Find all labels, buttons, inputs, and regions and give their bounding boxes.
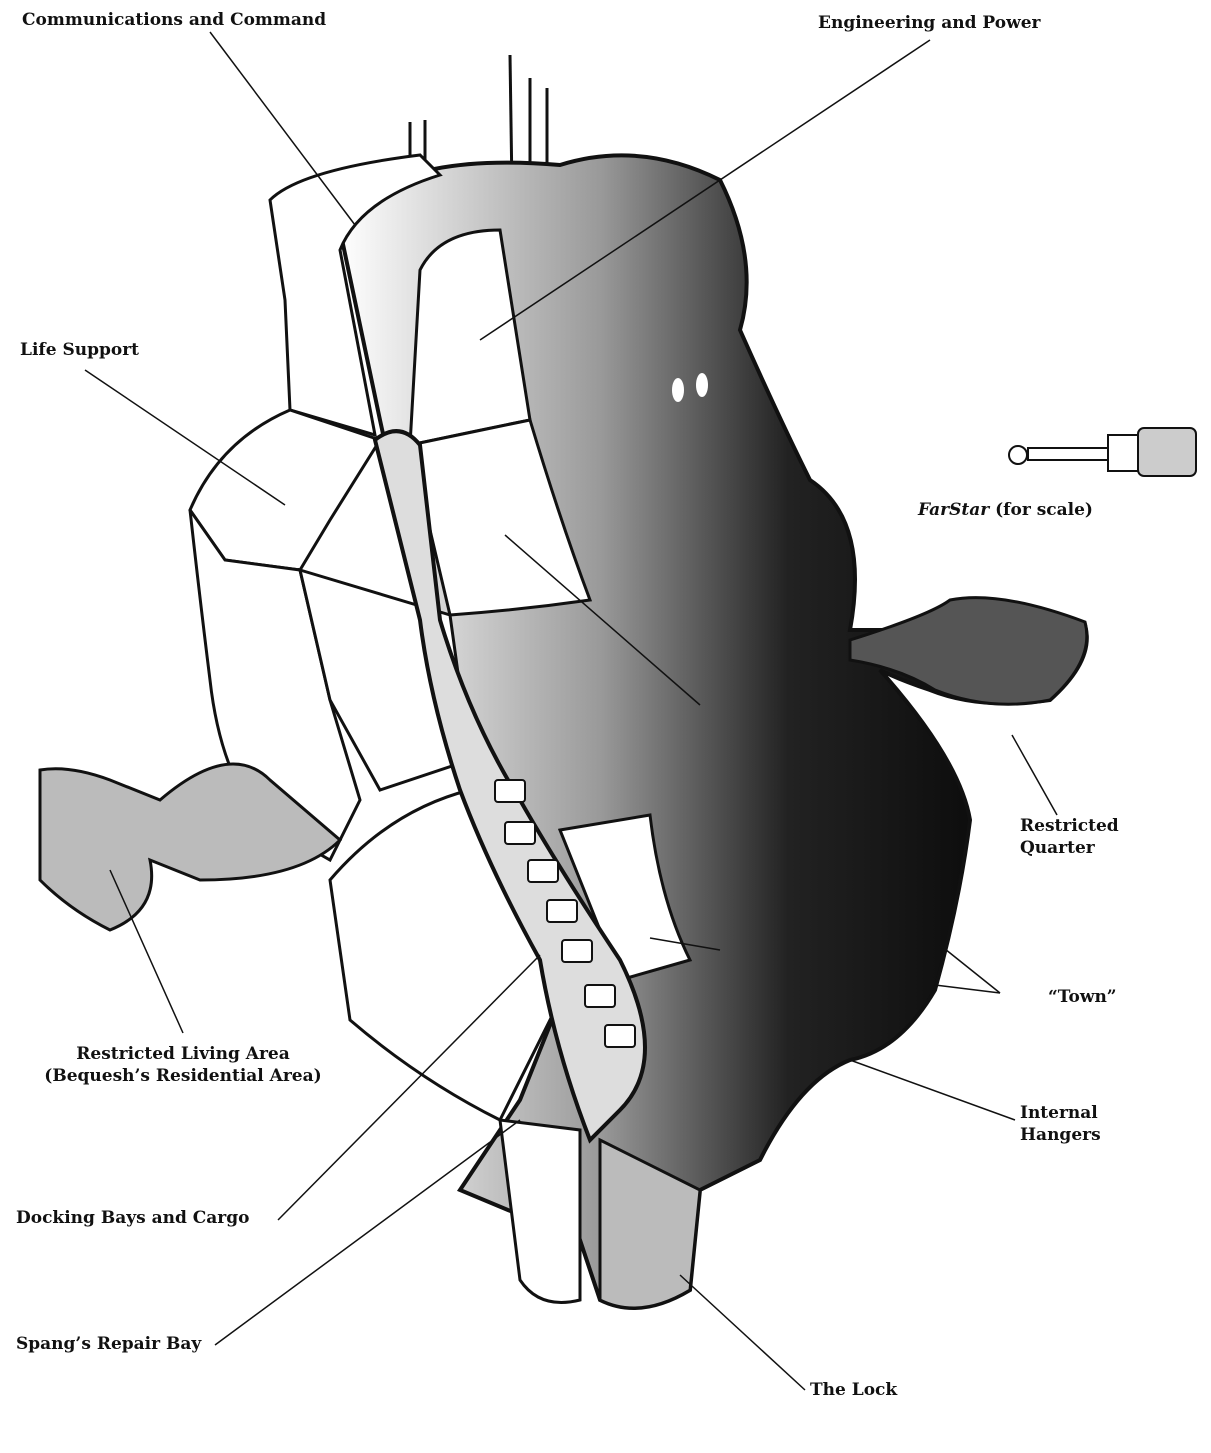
- label-the-lock: The Lock: [810, 1380, 898, 1400]
- label-line-2: Quarter: [1020, 838, 1095, 858]
- restricted-quarter-wing: [848, 596, 1089, 706]
- farstar-name: FarStar: [918, 500, 990, 520]
- label-town: “Town”: [1048, 987, 1117, 1007]
- label-farstar: FarStar (for scale): [918, 499, 1093, 521]
- label-repair-bay: Spang’s Repair Bay: [16, 1334, 202, 1354]
- leader-lines: [84, 31, 1058, 1391]
- label-restricted-living-area: Restricted Living Area(Bequesh’s Residen…: [33, 1043, 333, 1087]
- label-engineering-and-power: Engineering and Power: [818, 13, 1041, 33]
- label-line-1: Restricted Living Area: [76, 1044, 290, 1064]
- restricted-living-arm: [38, 762, 343, 932]
- label-communications-and-command: Communications and Command: [22, 10, 327, 30]
- farstar-ship-icon: [1008, 427, 1197, 477]
- bay-markers: [494, 779, 636, 1048]
- label-line-1: Internal: [1020, 1103, 1098, 1123]
- label-line-1: Restricted: [1020, 816, 1119, 836]
- label-docking-bays: Docking Bays and Cargo: [16, 1208, 250, 1228]
- label-life-support: Life Support: [20, 340, 140, 360]
- farstar-note: (for scale): [995, 500, 1093, 520]
- label-line-2: Hangers: [1020, 1125, 1101, 1145]
- label-line-2: (Bequesh’s Residential Area): [44, 1066, 322, 1086]
